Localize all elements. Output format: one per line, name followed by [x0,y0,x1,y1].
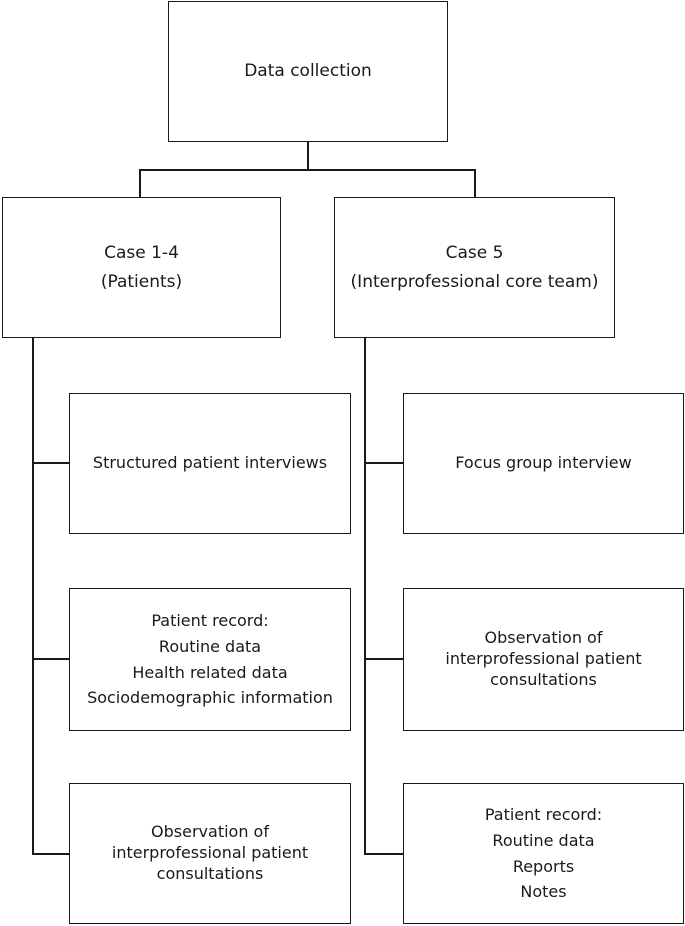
right-connector-2 [364,658,404,660]
right-observation-box: Observation of interprofessional patient… [403,588,684,731]
connector-right-branch [474,169,476,197]
left-health-related-data: Health related data [132,662,288,682]
focus-group-interview-label: Focus group interview [455,453,632,473]
right-observation-line-1: Observation of [484,628,603,648]
right-reports: Reports [512,856,575,876]
left-connector-1 [32,462,70,464]
left-connector-3 [32,853,70,855]
left-observation-line-2: interprofessional patient [111,843,309,863]
structured-patient-interviews-box: Structured patient interviews [69,393,351,534]
right-routine-data: Routine data [492,830,595,850]
case-5-subtitle: (Interprofessional core team) [350,271,599,292]
right-observation-line-2: interprofessional patient [445,649,642,669]
left-observation-box: Observation of interprofessional patient… [69,783,351,924]
structured-patient-interviews-label: Structured patient interviews [92,453,328,473]
left-observation-line-3: consultations [156,863,264,883]
left-sociodemographic-information: Sociodemographic information [87,688,333,708]
connector-root-down [307,141,309,170]
left-patient-record-heading: Patient record: [151,611,269,631]
left-routine-data: Routine data [158,636,262,656]
data-collection-box: Data collection [168,1,448,142]
left-patient-record-box: Patient record: Routine data Health rela… [69,588,351,731]
case-1-4-subtitle: (Patients) [100,271,183,292]
connector-left-branch [139,169,141,197]
right-observation-line-3: consultations [490,669,597,689]
case-5-box: Case 5 (Interprofessional core team) [334,197,615,338]
right-patient-record-heading: Patient record: [484,805,603,825]
right-spine [364,337,366,855]
left-connector-2 [32,658,70,660]
case-1-4-box: Case 1-4 (Patients) [2,197,281,338]
case-1-4-title: Case 1-4 [104,242,179,263]
right-notes: Notes [520,882,567,902]
case-5-title: Case 5 [445,242,504,263]
focus-group-interview-box: Focus group interview [403,393,684,534]
right-connector-3 [364,853,404,855]
right-connector-1 [364,462,404,464]
left-spine [32,337,34,855]
data-collection-label: Data collection [244,61,372,82]
connector-branch-horizontal [139,169,475,171]
right-patient-record-box: Patient record: Routine data Reports Not… [403,783,684,924]
left-observation-line-1: Observation of [151,822,269,842]
